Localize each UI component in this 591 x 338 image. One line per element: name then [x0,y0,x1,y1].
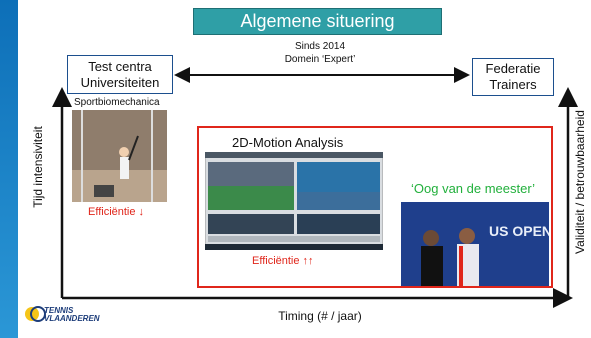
sportbiomechanica-label: Sportbiomechanica [74,97,160,108]
y-axis-right-label: Validiteit / betrouwbaarheid [573,110,587,254]
coaching-photo: US OPEN [401,202,549,286]
efficiency-left-label: Efficiëntie ↓ [88,206,145,218]
test-centra-line2: Universiteiten [80,74,160,90]
domain-label: Domein ‘Expert’ [284,54,356,65]
motion-analysis-frame [197,126,553,288]
federatie-line2: Trainers [489,77,537,92]
test-centra-box: Test centra Universiteiten [67,55,173,94]
motion-analysis-title: 2D-Motion Analysis [232,135,344,150]
logo-line2: VLAANDEREN [44,314,100,323]
tennis-vlaanderen-logo-icon [25,306,46,322]
y-axis-left-label: Tijd intensiviteit [31,126,45,208]
x-axis-label: Timing (# / jaar) [278,309,362,323]
efficiency-mid-label: Efficiëntie ↑↑ [252,255,314,267]
left-accent-strip [0,0,18,338]
logo-line1: TENNIS [44,306,74,315]
test-centra-line1: Test centra [88,58,152,74]
software-screenshot [205,152,383,250]
federatie-line1: Federatie [485,61,541,76]
federatie-box: Federatie Trainers [472,58,554,96]
slide-title: Algemene situering [193,8,442,35]
lab-photo [72,110,167,202]
arrow-label: Sinds 2014 Domein ‘Expert’ [250,40,390,66]
since-label: Sinds 2014 [294,41,346,52]
oog-van-de-meester-label: ‘Oog van de meester’ [411,181,536,196]
tennis-vlaanderen-logo-text: TENNIS VLAANDEREN [44,307,100,323]
svg-text:US OPEN: US OPEN [489,223,549,239]
